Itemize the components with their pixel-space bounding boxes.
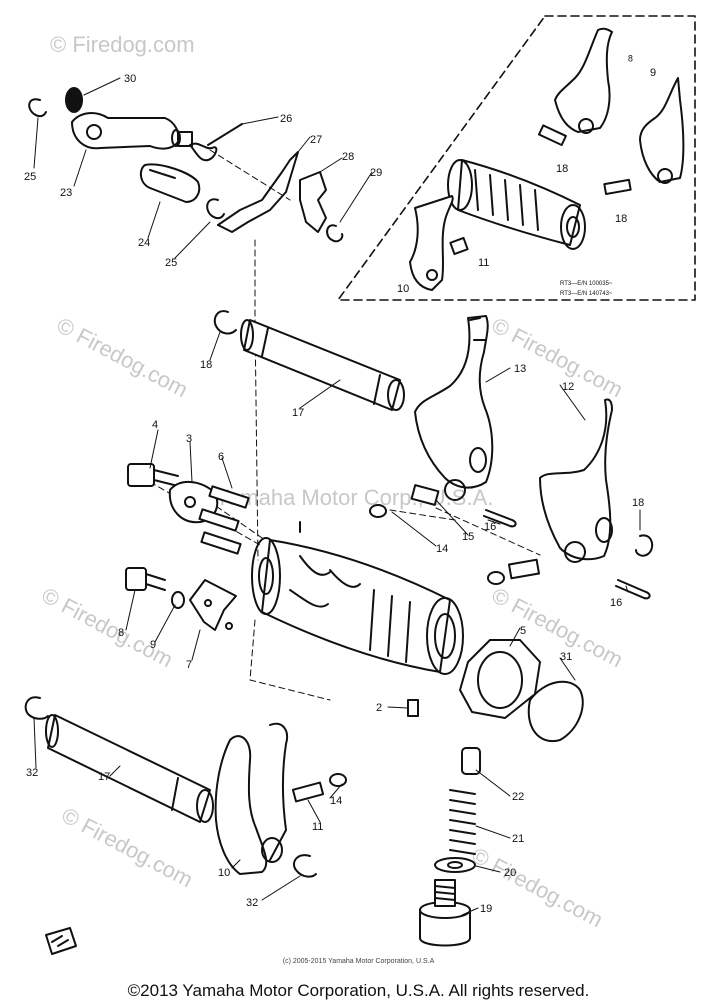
callout-13: 13 — [514, 363, 526, 375]
callout-11: 11 — [312, 821, 323, 833]
inset-callout: 18 — [556, 163, 568, 175]
watermark: © Firedog.com — [468, 842, 607, 932]
callout-21: 21 — [512, 833, 524, 845]
callout-15: 15 — [462, 531, 474, 543]
pin — [291, 781, 325, 803]
callout-32: 32 — [246, 897, 258, 909]
callout-22: 22 — [512, 791, 524, 803]
inset-panel: 8 9 18 18 11 10 RT3—E/N 100035~ RT3—E/N … — [337, 15, 696, 301]
drum-end-parts — [407, 639, 584, 743]
watermark: © Firedog.com — [488, 312, 627, 402]
watermark: © Firedog.com — [38, 582, 177, 672]
callout-17: 17 — [98, 771, 110, 783]
callout-20: 20 — [504, 867, 516, 879]
fork-pins — [369, 484, 541, 585]
callout-14: 14 — [436, 543, 448, 555]
shift-fork-13 — [414, 315, 494, 501]
detent-assembly — [419, 747, 481, 947]
callout-23: 23 — [60, 187, 72, 199]
inset-callout: 10 — [397, 283, 409, 295]
callout-16: 16 — [610, 597, 622, 609]
roller — [329, 773, 347, 787]
callouts: 30 26 27 28 29 25 23 24 25 18 17 13 12 4… — [24, 73, 644, 915]
shift-drum — [249, 521, 464, 701]
callout-2: 2 — [376, 702, 382, 714]
inset-callout: 9 — [650, 67, 656, 79]
inset-note: RT3—E/N 140743~ — [560, 291, 613, 297]
cotter-pin — [483, 509, 517, 528]
callout-5: 5 — [520, 625, 526, 637]
callout-17: 17 — [292, 407, 304, 419]
callout-29: 29 — [370, 167, 382, 179]
shift-linkage — [28, 87, 344, 561]
inset-callout: 18 — [615, 213, 627, 225]
callout-18: 18 — [632, 497, 644, 509]
callout-25: 25 — [165, 257, 177, 269]
inset-callout: 11 — [478, 257, 489, 269]
callout-4: 4 — [152, 419, 158, 431]
callout-24: 24 — [138, 237, 150, 249]
callout-28: 28 — [342, 151, 354, 163]
inset-callout: 8 — [628, 54, 633, 64]
callout-27: 27 — [310, 134, 322, 146]
callout-3: 3 — [186, 433, 192, 445]
callout-16: 16 — [484, 521, 496, 533]
watermark: © Firedog.com — [50, 32, 195, 57]
callout-12: 12 — [562, 381, 574, 393]
watermark: © Firedog.com — [58, 802, 197, 892]
drum-pins — [198, 485, 250, 555]
lower-fork-shaft — [24, 696, 317, 878]
callout-9: 9 — [150, 639, 156, 651]
callout-14: 14 — [330, 795, 342, 807]
callout-30: 30 — [124, 73, 136, 85]
callout-8: 8 — [118, 627, 124, 639]
callout-7: 7 — [186, 659, 192, 671]
stopper-assembly — [125, 567, 237, 631]
callout-32: 32 — [26, 767, 38, 779]
callout-19: 19 — [480, 903, 492, 915]
front-indicator-tag — [45, 927, 77, 955]
inset-note: RT3—E/N 100035~ — [560, 281, 613, 287]
callout-26: 26 — [280, 113, 292, 125]
small-copyright: (c) 2005-2015 Yamaha Motor Corporation, … — [282, 958, 435, 965]
callout-18: 18 — [200, 359, 212, 371]
upper-fork-shaft — [213, 310, 405, 411]
watermark: Yamaha Motor Corp., U.S.A. — [215, 485, 493, 510]
callout-31: 31 — [560, 651, 572, 663]
callout-10: 10 — [218, 867, 230, 879]
clip — [635, 534, 654, 557]
shift-fork-10 — [214, 722, 288, 875]
callout-6: 6 — [218, 451, 224, 463]
footer-copyright: ©2013 Yamaha Motor Corporation, U.S.A. A… — [127, 981, 590, 1000]
leader-lines — [33, 77, 641, 916]
watermark: © Firedog.com — [53, 312, 192, 402]
shift-fork-12 — [539, 398, 613, 563]
callout-25: 25 — [24, 171, 36, 183]
cotter-pin — [615, 579, 651, 600]
